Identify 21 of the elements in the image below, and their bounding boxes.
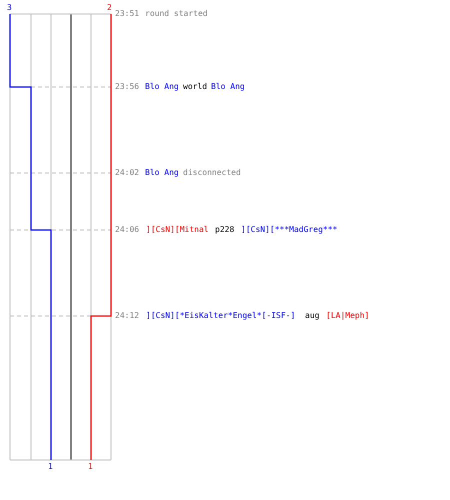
player-name: Blo Ang (211, 82, 245, 92)
timestamp: 24:02 (115, 168, 140, 178)
count-number: 2 (107, 3, 112, 13)
count-number: 3 (7, 3, 12, 13)
player-name: ][CsN][***MadGreg*** (241, 225, 338, 235)
event-text: disconnected (183, 168, 241, 178)
count-number: 1 (88, 462, 93, 472)
weapon-name: p228 (215, 225, 234, 235)
weapon-name: aug (305, 311, 320, 321)
player-name: [LA|Meph] (326, 311, 370, 321)
event-text: world (183, 82, 208, 92)
count-number: 1 (48, 462, 53, 472)
event-text: round started (145, 9, 208, 19)
timestamp: 24:12 (115, 311, 140, 321)
player-name: ][CsN][*EisKalter*Engel*[-ISF-] (146, 311, 296, 321)
player-name: ][CsN][Mitnal (146, 225, 209, 235)
player-name: Blo Ang (145, 82, 179, 92)
player-name: Blo Ang (145, 168, 179, 178)
timestamp: 23:51 (115, 9, 140, 19)
timestamp: 23:56 (115, 82, 140, 92)
timestamp: 24:06 (115, 225, 140, 235)
